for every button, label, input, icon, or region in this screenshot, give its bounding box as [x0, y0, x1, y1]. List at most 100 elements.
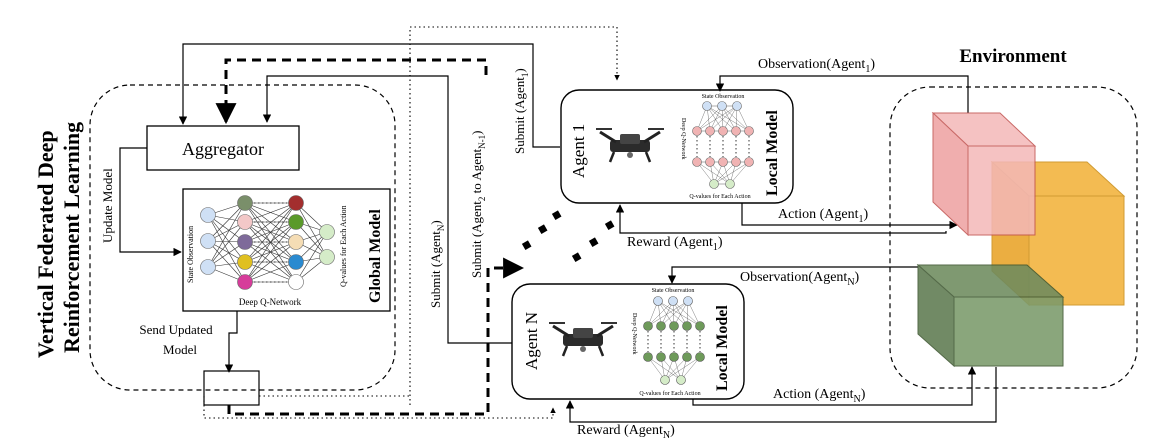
red-cube — [931, 111, 1037, 237]
dashed-down — [227, 257, 525, 416]
network-node — [692, 126, 702, 136]
agent1: Agent 1 Local Model State Observation De… — [560, 57, 969, 253]
agentN: Agent N Local Model State Observation De… — [511, 266, 997, 441]
network-node — [695, 352, 705, 362]
environment-border — [889, 86, 1138, 389]
network-edge — [706, 105, 750, 132]
network-edge — [207, 202, 246, 268]
global-network — [200, 195, 335, 290]
agent1-network — [692, 101, 754, 189]
action-agent1-label: Action (Agent1) — [778, 207, 868, 225]
network-node — [288, 234, 304, 250]
observation-agent1-arrow — [715, 75, 969, 113]
network-node — [709, 179, 719, 189]
agentN-state-observation: State Observation — [652, 288, 695, 294]
global-state-observation: State Observation — [186, 226, 195, 283]
network-edge — [729, 161, 750, 185]
environment-title: Environment — [959, 46, 1067, 67]
action-agentN-label: Action (AgentN) — [773, 387, 866, 405]
network-edge — [244, 221, 297, 243]
network-edge — [660, 300, 689, 327]
global-model-box — [182, 188, 391, 312]
network-edge — [244, 202, 297, 223]
network-edge — [709, 105, 738, 132]
network-edge — [207, 214, 246, 283]
global-deep-q-network: Deep Q-Network — [239, 297, 302, 307]
network-edge — [672, 300, 701, 327]
network-node — [669, 321, 679, 331]
network-edge — [207, 240, 246, 283]
network-edge — [713, 161, 737, 185]
network-node — [656, 321, 666, 331]
network-edge — [709, 161, 731, 185]
network-edge — [244, 221, 297, 283]
global-model-label: Global Model — [367, 209, 384, 303]
network-node — [319, 224, 335, 240]
submit-range-label: Submit (Agent2 to AgentN-1) — [469, 131, 487, 278]
network-edge — [244, 202, 297, 263]
network-node — [668, 296, 678, 306]
network-edge — [706, 105, 724, 132]
connectors — [178, 26, 620, 419]
network-node — [200, 207, 216, 223]
network-node — [643, 321, 653, 331]
agent1-drone-icon — [596, 128, 664, 163]
reward-agentN-arrow — [565, 367, 997, 423]
network-node — [656, 352, 666, 362]
aggregator-label: Aggregator — [182, 139, 264, 159]
network-edge — [295, 202, 328, 258]
network-node — [695, 321, 705, 331]
network-node — [653, 296, 663, 306]
network-edge — [657, 300, 675, 327]
global-q-values: Q-values for Each Action — [339, 205, 348, 287]
agent1-q-values: Q-values for Each Action — [689, 193, 750, 200]
submit-agent1-line — [178, 43, 560, 148]
agent1-local-model: Local Model — [764, 110, 781, 196]
network-node — [200, 259, 216, 275]
network-edge — [244, 261, 297, 283]
left-title-line1: Vertical Federated Deep — [33, 130, 58, 358]
network-edge — [706, 105, 737, 132]
network-node — [718, 157, 728, 167]
network-node — [643, 352, 653, 362]
network-edge — [713, 161, 750, 185]
environment: Environment — [889, 46, 1138, 389]
network-node — [237, 214, 253, 230]
network-node — [669, 352, 679, 362]
network-node — [682, 352, 692, 362]
submit-range-dashed — [215, 58, 488, 125]
reward-agent1-label: Reward (Agent1) — [627, 235, 723, 253]
network-node — [200, 233, 216, 249]
update-to-agent1-line — [197, 60, 233, 126]
network-edge — [664, 356, 688, 381]
network-edge — [721, 105, 750, 132]
network-edge — [660, 356, 682, 381]
network-node — [702, 101, 712, 111]
network-node — [683, 296, 693, 306]
submit-agent1-label: Submit (Agent1) — [512, 68, 530, 154]
agent-ellipsis-dots — [521, 210, 615, 262]
agent1-deep-q-network: Deep Q-Network — [680, 118, 686, 159]
network-node — [237, 195, 253, 211]
network-node — [692, 157, 702, 167]
network-node — [717, 101, 727, 111]
observation-agentN-arrow — [667, 266, 918, 284]
network-edge — [664, 356, 701, 381]
network-edge — [696, 161, 731, 185]
action-agent1-arrow — [741, 203, 958, 230]
network-edge — [207, 202, 246, 242]
agentN-deep-q-network: Deep Q-Network — [631, 313, 637, 354]
network-node — [705, 157, 715, 167]
agentN-name: Agent N — [522, 312, 541, 370]
observation-agentN-label: Observation(AgentN) — [740, 270, 860, 288]
network-edge — [696, 105, 738, 132]
agent1-in-arrow — [196, 104, 596, 126]
network-edge — [207, 221, 246, 268]
network-node — [288, 214, 304, 230]
network-node — [731, 126, 741, 136]
network-edge — [657, 300, 688, 327]
network-node — [319, 249, 335, 265]
left-title-line2: Reinforcement Learning — [59, 122, 84, 353]
network-edge — [696, 105, 723, 132]
